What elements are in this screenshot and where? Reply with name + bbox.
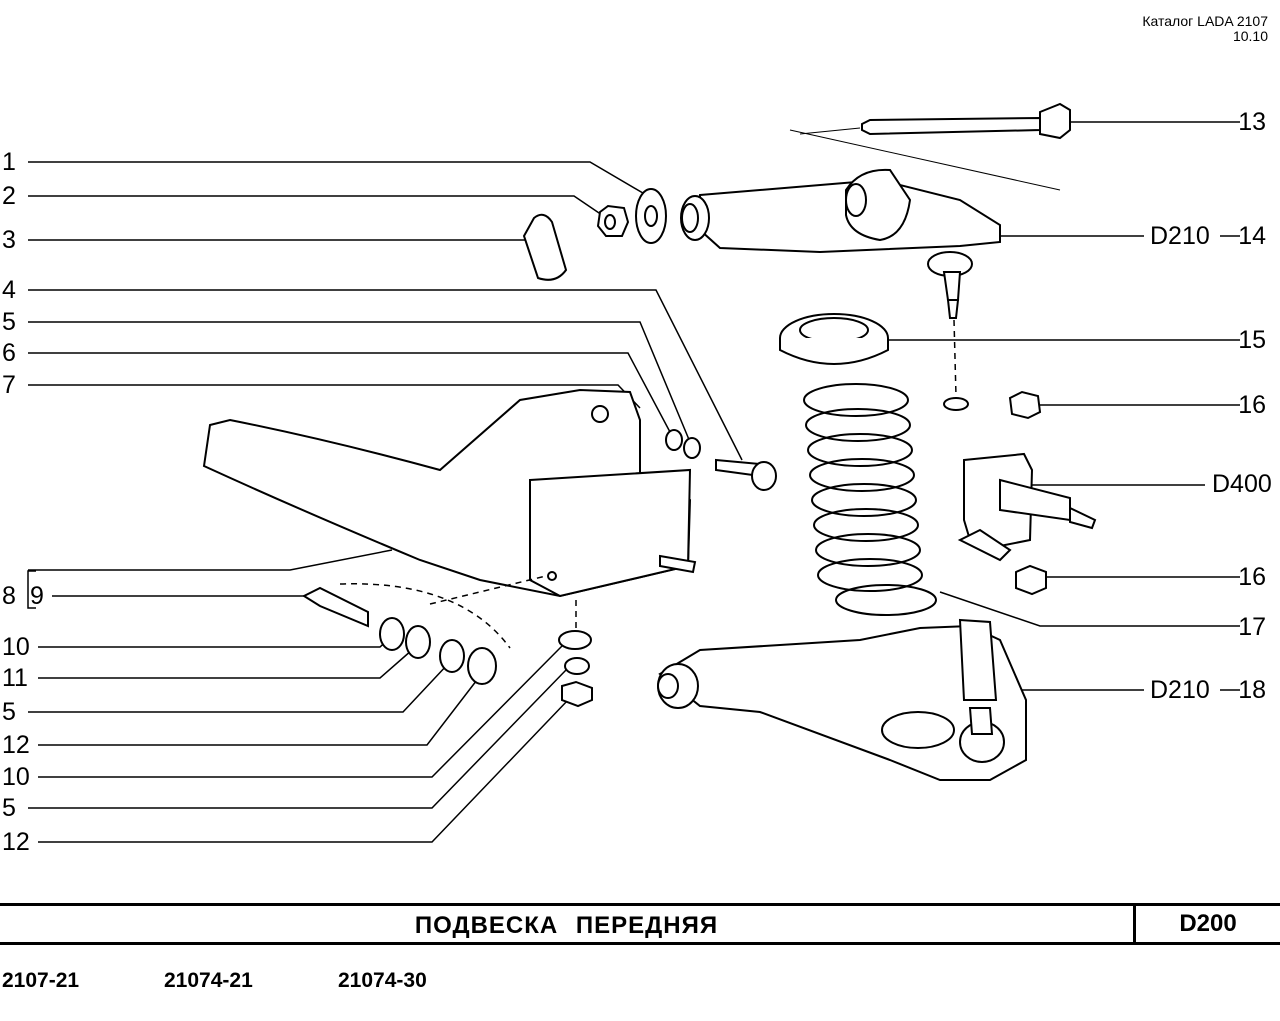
crossmember — [202, 388, 697, 598]
page-title: ПОДВЕСКА ПЕРЕДНЯЯ — [414, 912, 719, 939]
leader-17 — [939, 591, 1240, 627]
bump-stop-3 — [522, 213, 568, 281]
callout-10b: 10 — [2, 763, 30, 791]
catalog-name: Каталог LADA 2107 — [1142, 13, 1268, 29]
nut-12b — [561, 680, 593, 708]
leader-10a — [38, 635, 393, 648]
callout-6: 6 — [2, 339, 16, 367]
callout-1: 1 — [2, 148, 16, 176]
title-bar: ПОДВЕСКА ПЕРЕДНЯЯ D200 — [0, 903, 1280, 945]
model-2: 21074-21 — [164, 969, 253, 992]
callout-5c: 5 — [2, 794, 16, 822]
washer-5a — [683, 437, 701, 459]
callout-13: 13 — [1238, 108, 1266, 136]
callout-3: 3 — [2, 226, 16, 254]
steering-knuckle — [943, 397, 1097, 562]
callout-2: 2 — [2, 182, 16, 210]
callout-12b: 12 — [2, 828, 30, 856]
leader-10b — [38, 645, 563, 778]
leader-5a — [28, 321, 691, 443]
ref-d210-upper[interactable]: D210 — [1150, 222, 1210, 250]
nut-12a — [467, 647, 497, 685]
callout-17: 17 — [1238, 613, 1266, 641]
ref-d400[interactable]: D400 — [1212, 470, 1272, 498]
callout-7: 7 — [2, 371, 16, 399]
callout-12a: 12 — [2, 731, 30, 759]
nut-16a — [1008, 390, 1042, 420]
bolt-13 — [789, 102, 1071, 191]
section-code: D200 — [1133, 906, 1280, 942]
callout-8: 8 — [2, 582, 16, 610]
washer-5c — [564, 657, 590, 675]
callout-16a: 16 — [1238, 391, 1266, 419]
model-3: 21074-30 — [338, 969, 427, 992]
callout-4: 4 — [2, 276, 16, 304]
leader-4 — [28, 289, 743, 461]
leader-8 — [28, 549, 393, 571]
model-1: 2107-21 — [2, 969, 80, 992]
washer-6 — [665, 429, 683, 451]
leader-5b — [28, 663, 449, 713]
callout-5b: 5 — [2, 698, 16, 726]
upper-arm — [680, 168, 1001, 319]
callout-18: 18 — [1238, 676, 1266, 704]
callout-5: 5 — [2, 308, 16, 336]
callout-9: 9 — [30, 582, 44, 610]
leader-1 — [28, 161, 649, 197]
leader-2 — [28, 195, 603, 216]
leader-11 — [38, 649, 413, 679]
bolt-9 — [301, 586, 369, 628]
callout-10a: 10 — [2, 633, 30, 661]
leader-5c — [28, 669, 567, 809]
lower-arm — [657, 618, 1027, 781]
coil-spring-17 — [803, 383, 937, 616]
callout-11: 11 — [2, 664, 28, 692]
callout-15: 15 — [1238, 326, 1266, 354]
washer-10b — [558, 630, 592, 650]
leader-12b — [38, 699, 569, 843]
callout-16b: 16 — [1238, 563, 1266, 591]
suspension-exploded-diagram — [27, 102, 1240, 843]
washer-11 — [405, 625, 431, 659]
leader-6 — [28, 352, 671, 433]
spring-insulator-15 — [779, 313, 889, 365]
ref-d210-lower[interactable]: D210 — [1150, 676, 1210, 704]
leader-bracket — [27, 570, 36, 609]
washer-5b — [439, 639, 465, 673]
callout-14: 14 — [1238, 222, 1266, 250]
page-number: 10.10 — [1232, 28, 1268, 44]
nut-16b — [1015, 564, 1047, 596]
leader-12a — [38, 675, 481, 746]
washer-10a — [379, 617, 405, 651]
